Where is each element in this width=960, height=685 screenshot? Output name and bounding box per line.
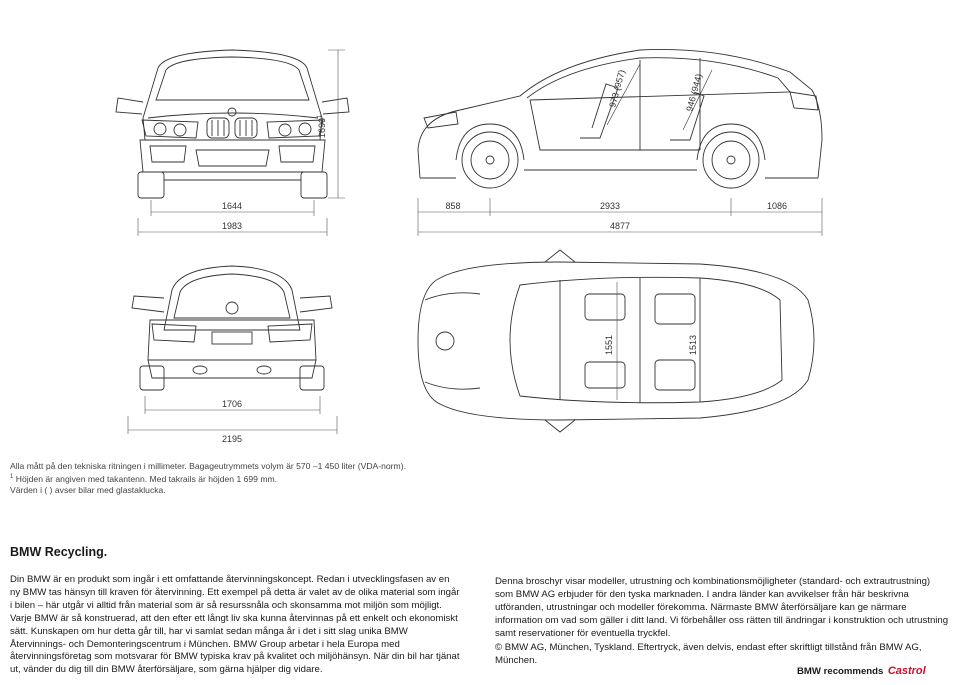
dim-height: 16901	[317, 114, 327, 138]
rear-view-drawing	[131, 265, 333, 391]
copyright-text: © BMW AG, München, Tyskland. Eftertryck,…	[495, 642, 922, 666]
note-line-1: Alla mått på den tekniska ritningen i mi…	[10, 461, 406, 471]
bmw-recommends-text: BMW recommends	[797, 666, 884, 677]
dim-rear-overhang: 1086	[767, 201, 787, 211]
castrol-logo: Castrol	[887, 665, 926, 677]
dim-wheelbase: 2933	[600, 201, 620, 211]
dim-length: 4877	[610, 221, 630, 231]
dim-track-front: 1644	[222, 201, 242, 211]
dim-top-front-track: 1551	[604, 335, 614, 355]
drawing-notes: Alla mått på den tekniska ritningen i mi…	[10, 461, 430, 497]
recycling-title: BMW Recycling.	[10, 545, 108, 559]
disclaimer-body: Denna broschyr visar modeller, utrustnin…	[495, 576, 949, 639]
dim-front-headroom: 973 (957)	[607, 69, 627, 109]
note-line-3: Värden i ( ) avser bilar med glastakluck…	[10, 485, 166, 496]
note-line-2: 1 Höjden är angiven med takantenn. Med t…	[10, 474, 278, 485]
footer-brand: BMW recommends Castrol	[797, 661, 926, 679]
front-view-drawing	[115, 49, 350, 199]
recycling-body: Din BMW är en produkt som ingår i ett om…	[10, 574, 460, 676]
top-view-drawing	[417, 249, 815, 433]
dim-track-rear: 1706	[222, 399, 242, 409]
dim-top-rear-track: 1513	[688, 335, 698, 355]
dim-width-mirrors: 2195	[222, 434, 242, 444]
dim-front-overhang: 858	[445, 201, 460, 211]
dim-width-front: 1983	[222, 221, 242, 231]
side-view-drawing	[417, 49, 823, 189]
